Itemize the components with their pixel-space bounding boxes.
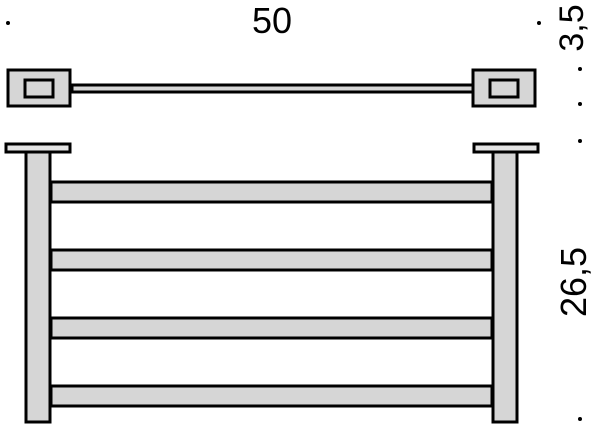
dimension-marker-top-right bbox=[537, 21, 541, 25]
top-view-right-mount-inner bbox=[488, 78, 520, 99]
left-upright bbox=[24, 150, 52, 424]
dimension-marker-depth-end bbox=[578, 67, 582, 71]
depth-dimension-label: 3,5 bbox=[553, 4, 591, 51]
rail-2 bbox=[49, 248, 494, 272]
top-view-bar bbox=[70, 83, 476, 94]
dimension-marker-height-start bbox=[578, 139, 582, 143]
rail-4 bbox=[49, 384, 494, 408]
rail-1 bbox=[49, 180, 494, 204]
rail-3 bbox=[49, 316, 494, 340]
right-upright bbox=[491, 150, 519, 424]
dimension-marker-top-left bbox=[6, 21, 10, 25]
top-view-left-mount-inner bbox=[23, 78, 55, 99]
rails-group bbox=[49, 180, 494, 408]
width-dimension-label: 50 bbox=[252, 0, 292, 41]
top-view bbox=[6, 68, 537, 108]
dimension-marker-plan-bottom bbox=[578, 102, 582, 106]
height-dimension-label: 26,5 bbox=[553, 247, 594, 317]
top-view-left-mount bbox=[6, 68, 72, 108]
dimension-marker-height-end bbox=[578, 417, 582, 421]
front-view bbox=[4, 142, 540, 424]
